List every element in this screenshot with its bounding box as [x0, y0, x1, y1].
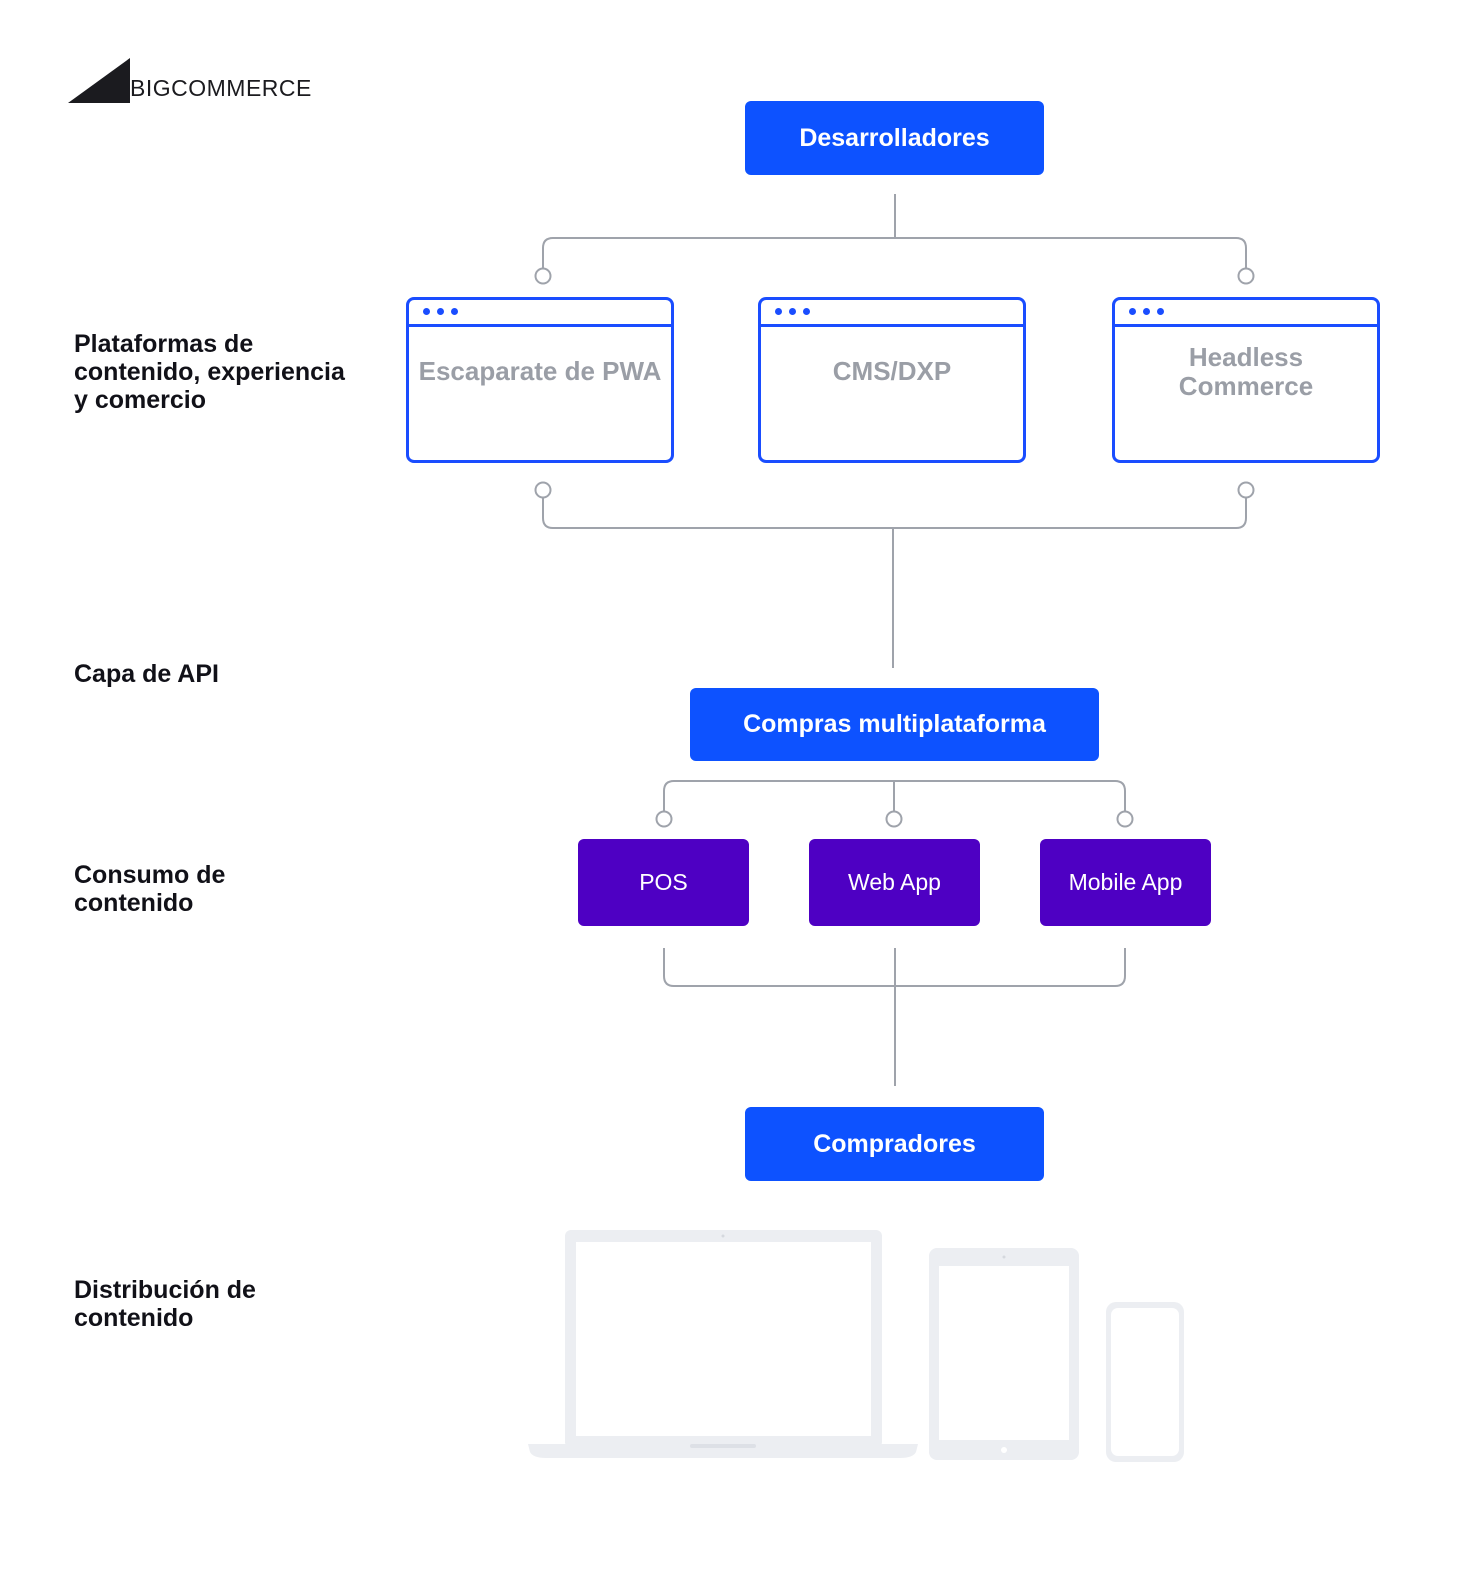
connector-node: [655, 810, 673, 828]
window-dot-icon: [437, 308, 444, 315]
laptop-icon: [528, 1230, 918, 1458]
window-title-bar: [409, 300, 671, 327]
platform-window-pwa[interactable]: Escaparate de PWA: [406, 297, 674, 463]
window-dot-icon: [1143, 308, 1150, 315]
window-dot-icon: [451, 308, 458, 315]
connector-node: [534, 481, 552, 499]
connector-node: [885, 810, 903, 828]
bigcommerce-logo: BIGCOMMERCE: [68, 58, 311, 106]
consumer-mobile-app[interactable]: Mobile App: [1040, 839, 1211, 926]
connector-line: [542, 498, 1247, 529]
connector-node: [1116, 810, 1134, 828]
window-dot-icon: [423, 308, 430, 315]
buyers-node[interactable]: Compradores: [745, 1107, 1044, 1181]
consumer-pos[interactable]: POS: [578, 839, 749, 926]
row-label-distribution: Distribución de contenido: [74, 1276, 256, 1332]
consumer-web-app[interactable]: Web App: [809, 839, 980, 926]
connector-line: [542, 237, 1247, 268]
window-title-bar: [1115, 300, 1377, 327]
platform-label: Escaparate de PWA: [418, 356, 662, 386]
window-dot-icon: [775, 308, 782, 315]
window-dot-icon: [803, 308, 810, 315]
row-label-platforms: Plataformas de contenido, experiencia y …: [74, 330, 345, 414]
logo-text: BIGCOMMERCE: [130, 75, 312, 101]
tablet-icon: [929, 1248, 1079, 1460]
platform-window-cms[interactable]: CMS/DXP: [758, 297, 1026, 463]
platform-window-headless[interactable]: Headless Commerce: [1112, 297, 1380, 463]
developers-node[interactable]: Desarrolladores: [745, 101, 1044, 175]
row-label-api: Capa de API: [74, 660, 219, 688]
window-dot-icon: [1157, 308, 1164, 315]
logo-mark-icon: [68, 58, 130, 103]
platform-label: CMS/DXP: [832, 356, 952, 386]
connector-node: [1237, 481, 1255, 499]
row-label-consumption: Consumo de contenido: [74, 861, 226, 917]
platform-label: Headless Commerce: [1178, 341, 1314, 401]
window-dot-icon: [1129, 308, 1136, 315]
connector-node: [534, 267, 552, 285]
window-title-bar: [761, 300, 1023, 327]
multiplatform-node[interactable]: Compras multiplataforma: [690, 688, 1099, 761]
devices-illustration: [528, 1230, 1184, 1462]
phone-icon: [1106, 1302, 1184, 1462]
connector-node: [1237, 267, 1255, 285]
window-dot-icon: [789, 308, 796, 315]
